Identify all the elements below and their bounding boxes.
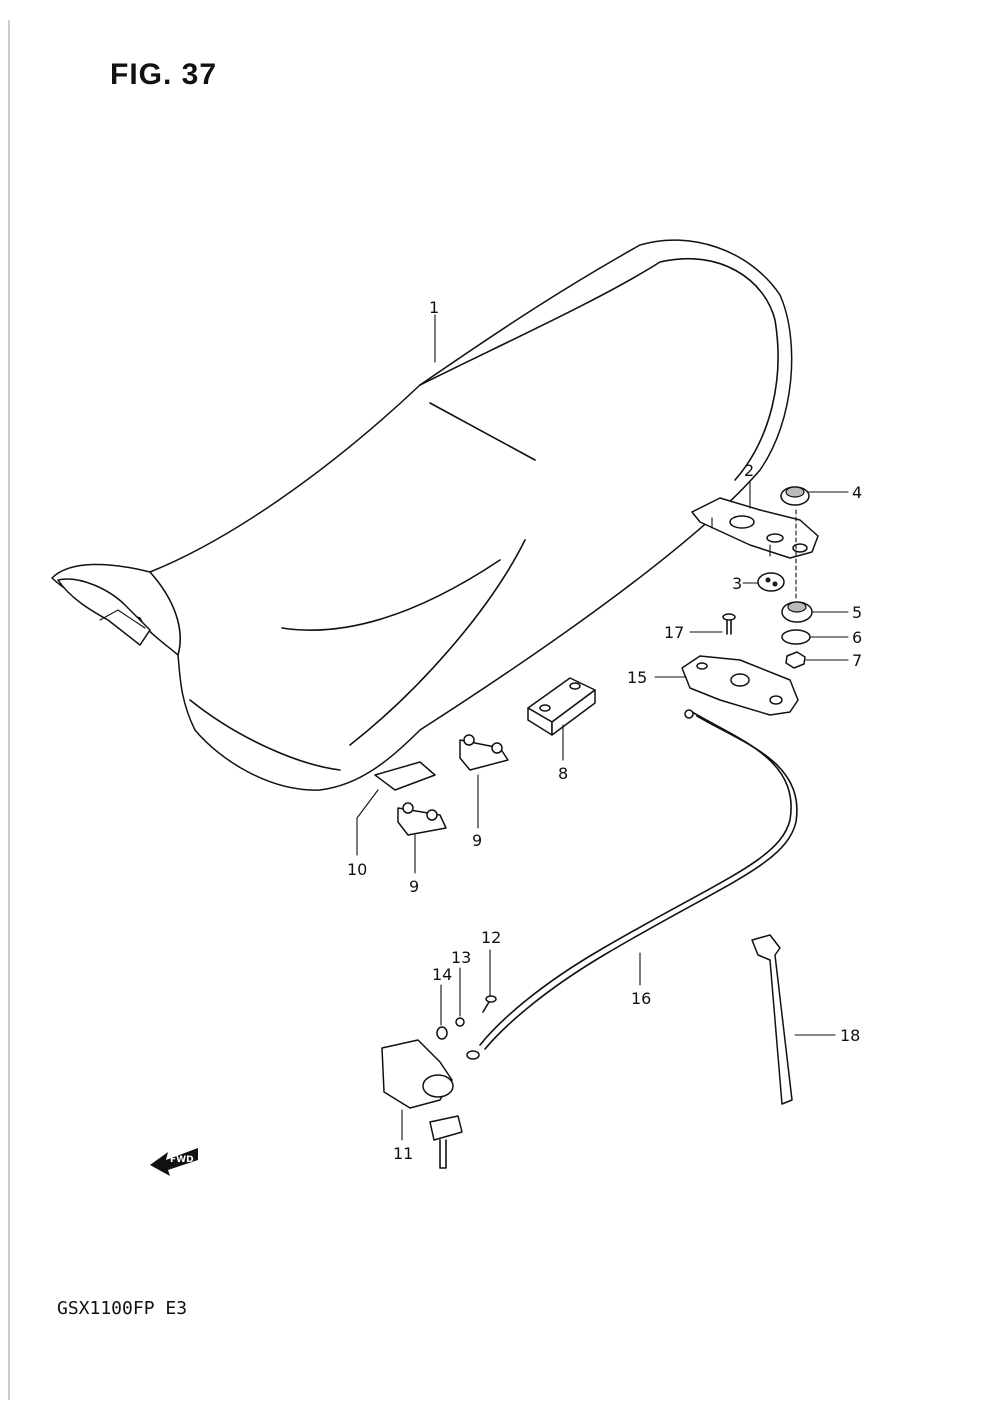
callout-13: 13 xyxy=(451,948,471,967)
callout-17: 17 xyxy=(664,623,684,642)
grommet-part-4 xyxy=(780,486,810,506)
nut-part-7 xyxy=(785,651,806,669)
callout-16: 16 xyxy=(631,989,651,1008)
callout-10: 10 xyxy=(347,860,367,879)
callout-6: 6 xyxy=(852,628,862,647)
callout-9-upper: 9 xyxy=(472,831,482,850)
cushion-part-3 xyxy=(757,572,785,592)
stopper-part-9-upper xyxy=(459,734,509,771)
cable-part-16 xyxy=(466,709,798,1060)
callout-labels: 1 2 3 4 5 6 7 8 9 9 10 11 12 13 14 15 16… xyxy=(347,298,862,1163)
callout-4: 4 xyxy=(852,483,862,502)
callout-9-lower: 9 xyxy=(409,877,419,896)
model-code: GSX1100FP E3 xyxy=(57,1298,188,1319)
screw-part-12 xyxy=(482,995,497,1013)
screw-part-17 xyxy=(722,613,736,635)
callout-12: 12 xyxy=(481,928,501,947)
seat-part-1 xyxy=(51,239,793,791)
callout-5: 5 xyxy=(852,603,862,622)
forward-arrow-icon xyxy=(150,1148,198,1176)
strap-part-18 xyxy=(751,934,793,1105)
washer-part-6 xyxy=(781,629,811,645)
callout-11: 11 xyxy=(393,1144,413,1163)
seat-lock-part-11 xyxy=(381,1039,463,1169)
leader-lines xyxy=(356,314,849,1141)
bracket-part-2 xyxy=(691,497,819,559)
callout-18: 18 xyxy=(840,1026,860,1045)
pad-part-10 xyxy=(374,761,436,791)
callout-3: 3 xyxy=(732,574,742,593)
washer-part-14 xyxy=(436,1026,448,1040)
washer-part-13 xyxy=(455,1017,465,1027)
callout-1: 1 xyxy=(429,298,439,317)
callout-14: 14 xyxy=(432,965,452,984)
callout-7: 7 xyxy=(852,651,862,670)
lock-plate-part-15 xyxy=(681,655,799,716)
stopper-part-9-lower xyxy=(397,802,447,836)
bushing-part-5 xyxy=(781,601,813,623)
figure-title: FIG. 37 xyxy=(110,58,218,91)
callout-8: 8 xyxy=(558,764,568,783)
block-part-8 xyxy=(527,677,596,736)
callout-15: 15 xyxy=(627,668,647,687)
callout-2: 2 xyxy=(744,461,754,480)
fwd-label: FWD xyxy=(170,1155,194,1165)
